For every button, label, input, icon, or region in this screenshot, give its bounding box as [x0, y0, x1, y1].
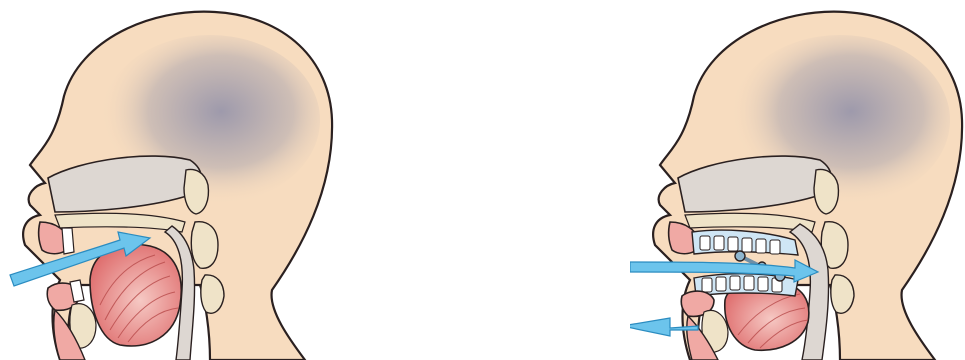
upper-teeth: [62, 228, 74, 254]
panel-with-device: [630, 0, 965, 360]
tongue-icon: [90, 244, 181, 346]
panel-without-device: [0, 0, 335, 360]
